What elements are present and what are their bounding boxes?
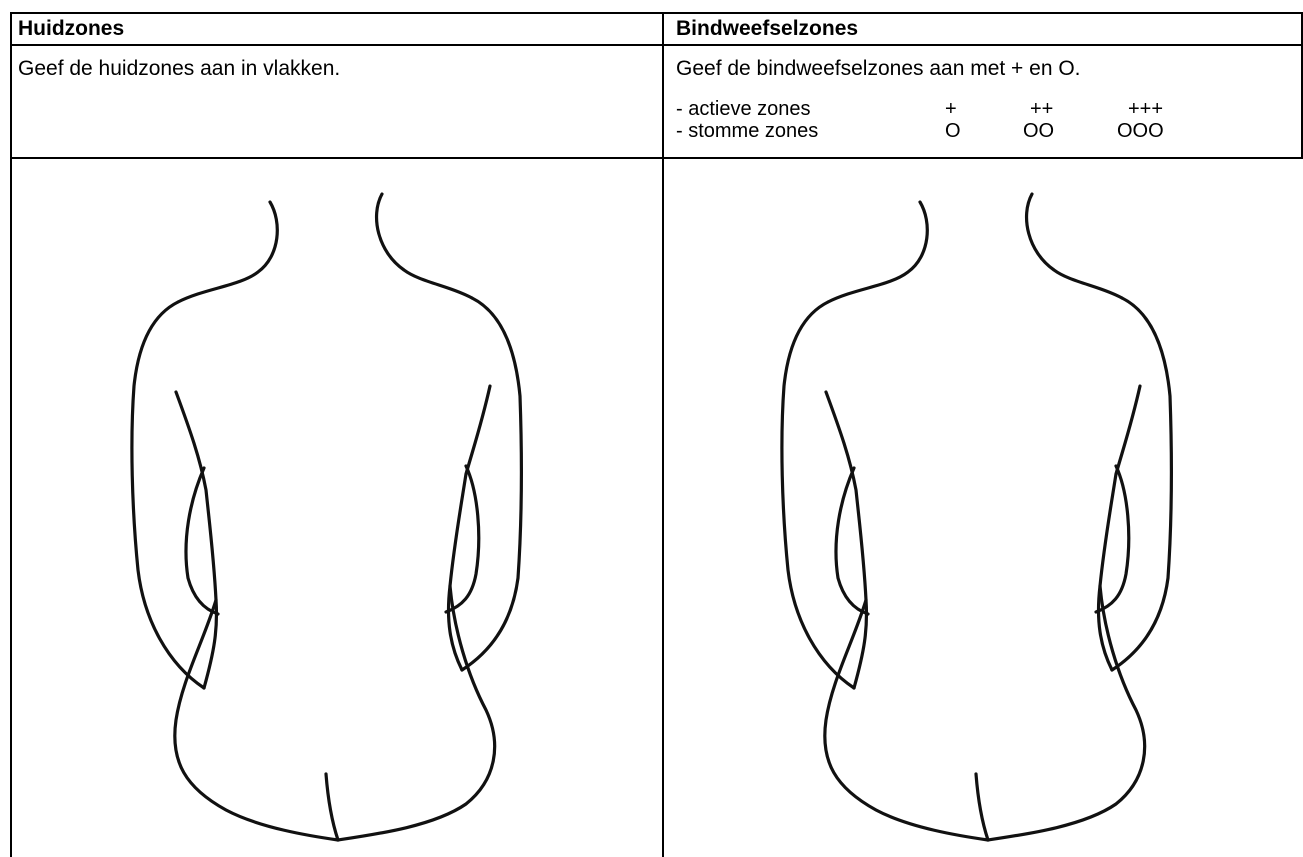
legend-label: - stomme zones bbox=[676, 120, 818, 142]
header-huidzones: Huidzones bbox=[18, 17, 124, 41]
legend-level-3: OOO bbox=[1117, 120, 1164, 142]
back-torso-outline-icon bbox=[120, 190, 540, 850]
legend-label: - actieve zones bbox=[676, 98, 811, 120]
header-bindweefselzones: Bindweefselzones bbox=[676, 17, 858, 41]
legend-level-1: + bbox=[945, 98, 957, 120]
table-border-top bbox=[10, 12, 1303, 14]
header-row-divider bbox=[10, 44, 1303, 46]
instruction-row-divider bbox=[10, 157, 1303, 159]
legend-level-3: +++ bbox=[1128, 98, 1163, 120]
legend-level-1: O bbox=[945, 120, 961, 142]
legend-level-2: ++ bbox=[1030, 98, 1053, 120]
huidzones-instruction: Geef de huidzones aan in vlakken. bbox=[18, 57, 340, 81]
back-torso-outline-icon bbox=[770, 190, 1190, 850]
legend-level-2: OO bbox=[1023, 120, 1054, 142]
bindweefselzones-instruction: Geef de bindweefselzones aan met + en O. bbox=[676, 57, 1081, 81]
table-column-divider bbox=[662, 12, 664, 857]
table-border-left bbox=[10, 12, 12, 857]
